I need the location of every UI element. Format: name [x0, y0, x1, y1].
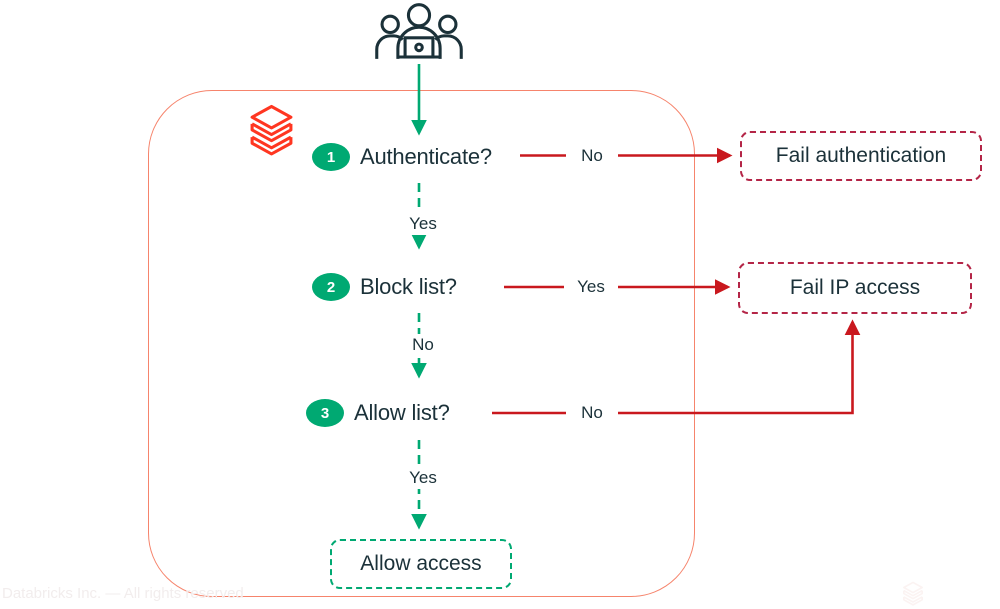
copyright-watermark: Databricks Inc. — All rights reserved	[2, 585, 244, 602]
connector-label-blocklist-no: No	[399, 334, 447, 356]
step-1-badge: 1	[312, 143, 350, 171]
connector-label-allowlist-yes: Yes	[397, 467, 449, 489]
databricks-logo-icon	[250, 104, 293, 156]
databricks-logo-watermark-icon	[903, 581, 923, 606]
branch-label-authenticate-no: No	[566, 145, 618, 167]
outcome-fail-authentication: Fail authentication	[740, 131, 982, 181]
branch-label-blocklist-yes: Yes	[564, 276, 618, 298]
step-1-question: Authenticate?	[360, 144, 492, 169]
step-3-question: Allow list?	[354, 400, 450, 425]
branch-label-allowlist-no: No	[566, 402, 618, 424]
outcome-allow-access: Allow access	[330, 539, 512, 589]
connector-label-authenticate-yes: Yes	[397, 213, 449, 235]
outcome-fail-ip-access: Fail IP access	[738, 262, 972, 314]
step-2-question: Block list?	[360, 274, 457, 299]
step-3-badge: 3	[306, 399, 344, 427]
users-icon	[375, 3, 463, 59]
step-2-badge: 2	[312, 273, 350, 301]
